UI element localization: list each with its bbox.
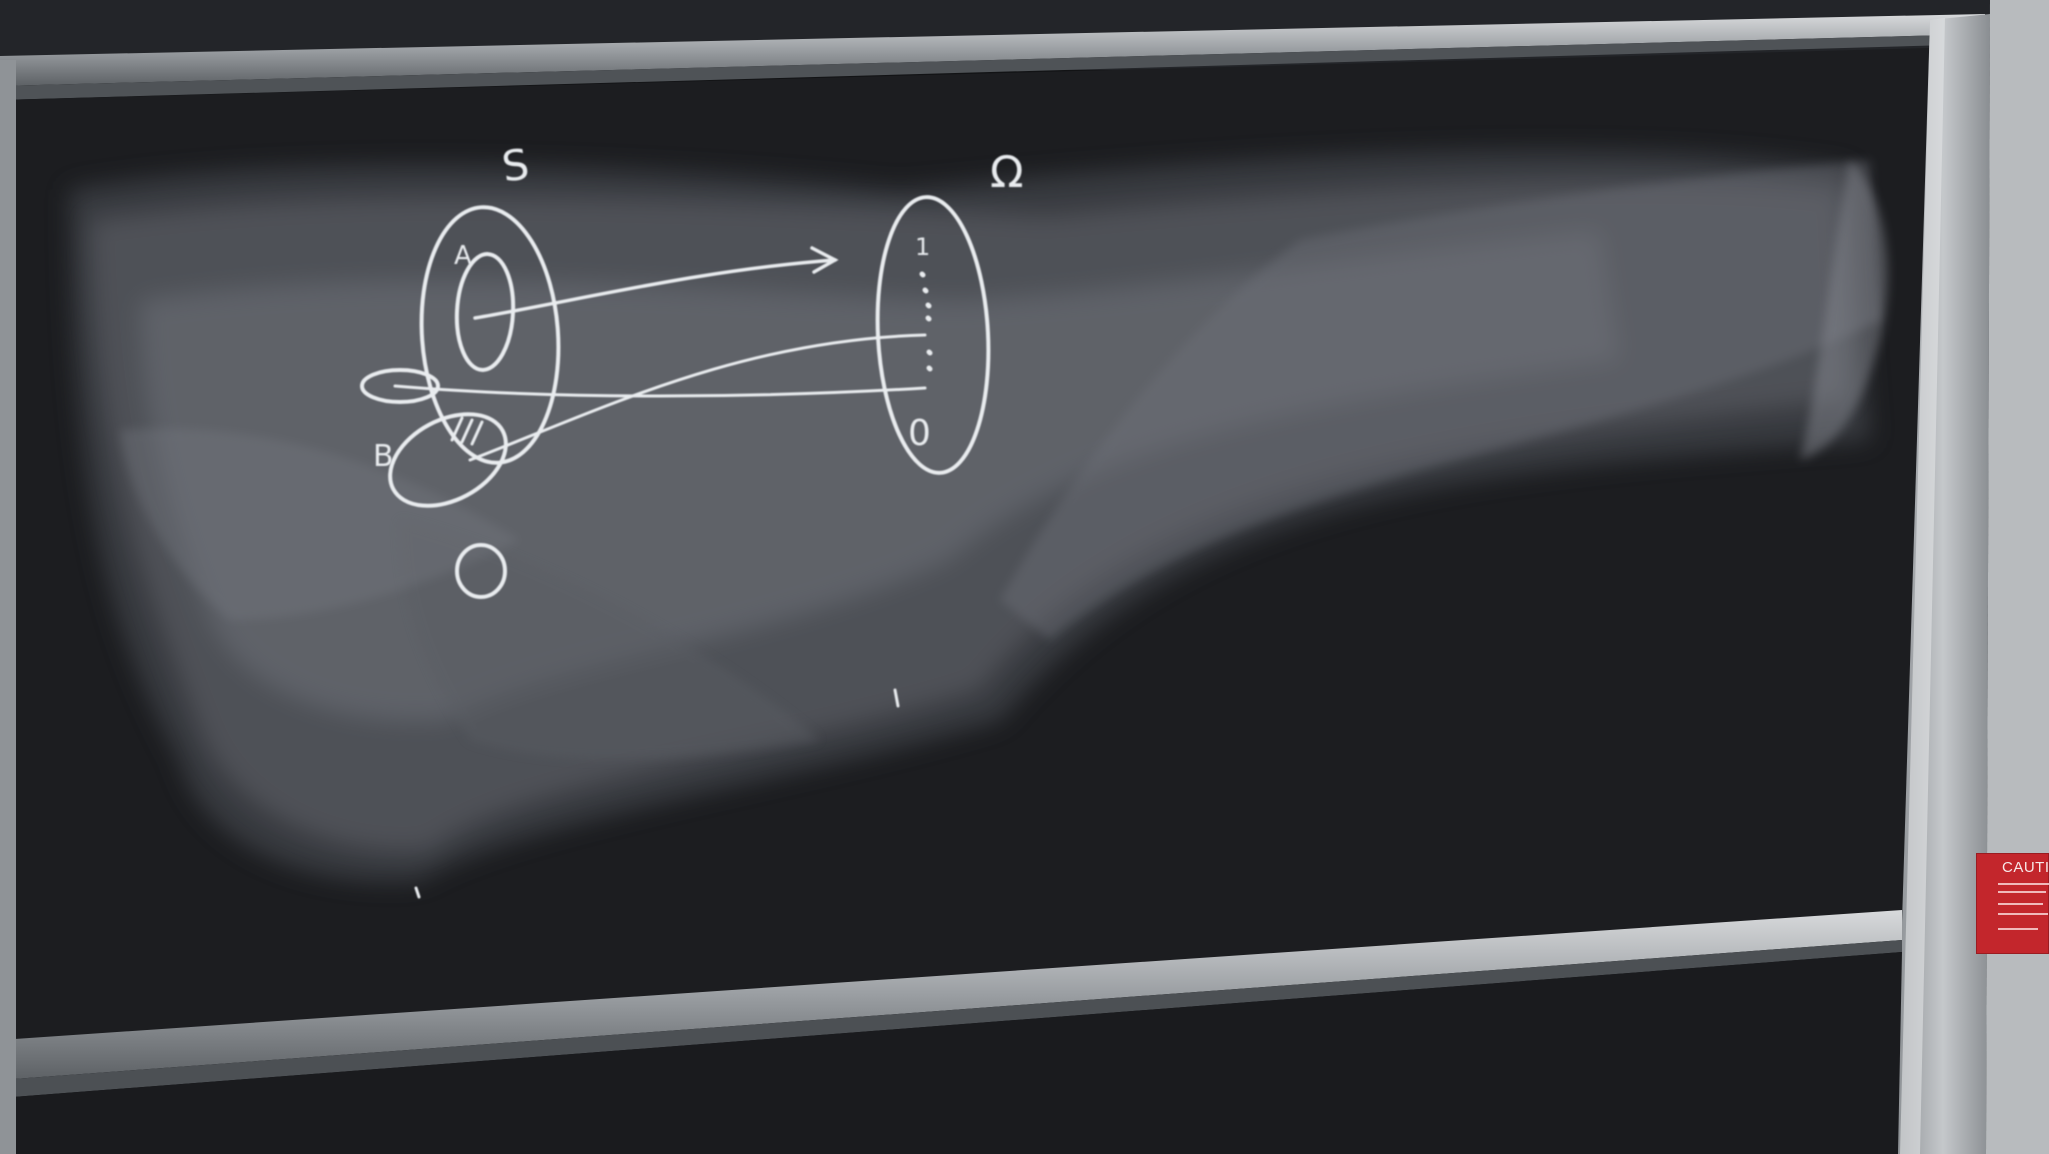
caution-sign-text: CAUTI [1976,853,2049,877]
label-omega: Ω [990,147,1024,198]
caution-sign: CAUTI [1976,853,2049,954]
label-zero: 0 [908,413,931,454]
sign-text-line [1998,928,2038,930]
sign-text-line [1998,891,2046,893]
sign-text-line [1998,903,2043,905]
label-a: A [454,241,472,271]
label-one: 1 [915,233,930,261]
sign-text-line [1998,913,2048,915]
label-b: B [373,439,394,474]
wall [1986,0,2049,1154]
left-frame-post [0,60,16,1154]
sign-text-line [1998,883,2049,885]
